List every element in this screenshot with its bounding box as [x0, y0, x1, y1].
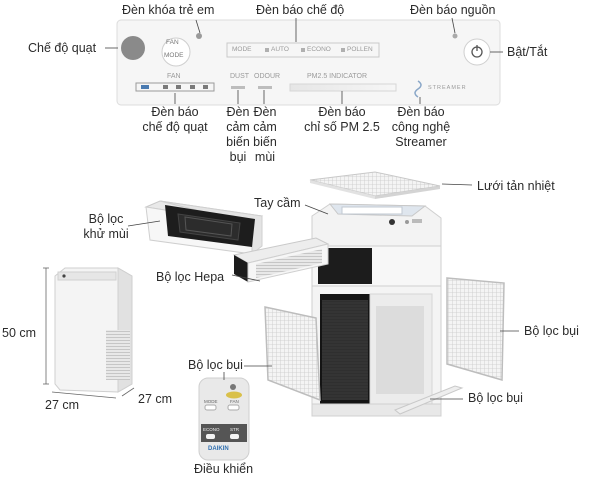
power-light-label: Đèn báo nguồn [410, 3, 496, 17]
mode-light-label: Đèn báo chế độ [256, 3, 345, 17]
fan-mode-label: Chế độ quạt [28, 41, 97, 55]
power-button[interactable] [463, 38, 491, 66]
power-light [452, 33, 458, 39]
heat-grille-label: Lưới tản nhiệt [477, 179, 555, 193]
mode-indicator-box [226, 42, 380, 58]
remote-fan-label: FAN [230, 399, 239, 404]
panel-dust-text: DUST [230, 73, 250, 80]
panel-odour-text: ODOUR [254, 73, 281, 80]
fan-level-bar [135, 82, 215, 92]
control-panel [116, 19, 501, 106]
dust-filter-right-part [446, 277, 519, 381]
dust-filter-right-label: Bộ lọc bụi [524, 324, 579, 338]
handle-label: Tay cầm [254, 196, 301, 210]
remote-streamer-label: STR [230, 427, 239, 432]
panel-fan-button-text: FAN [166, 39, 179, 46]
remote-label: Điều khiển [194, 462, 254, 476]
remote-econo-button[interactable] [206, 434, 215, 439]
remote-fan-button[interactable] [227, 404, 240, 411]
hepa-filter-part [231, 237, 330, 283]
depth-dimension-label: 27 cm [138, 392, 173, 406]
dust-filter-left-label: Bộ lọc bụi [188, 358, 243, 372]
odour-sensor-light [258, 86, 272, 89]
dust-filter-bottom-label: Bộ lọc bụi [468, 391, 523, 405]
main-unit [311, 203, 442, 417]
panel-mode-title: MODE [232, 46, 252, 53]
panel-pm-indicator-text: PM2.5 INDICATOR [307, 73, 368, 80]
handle-part [304, 204, 329, 215]
power-onoff-label: Bật/Tắt [507, 45, 548, 59]
full-unit-thumbnail [43, 267, 135, 399]
dust-sensor-light [231, 86, 245, 89]
remote-mode-label: MODE [204, 399, 218, 404]
remote-streamer-button[interactable] [230, 434, 239, 439]
panel-mode-econo: ECONO [307, 46, 331, 53]
height-dimension-label: 50 cm [2, 326, 37, 340]
deodor-filter-part [144, 200, 264, 256]
panel-fan-title: FAN [167, 73, 181, 80]
heat-grille-part [309, 171, 473, 199]
streamer-icon [414, 80, 422, 98]
fan-mode-indicator [121, 36, 145, 60]
pm25-indicator-bar [289, 83, 397, 92]
child-lock-icon [196, 33, 202, 39]
panel-mode-button-text: MODE [164, 52, 184, 59]
dust-filter-bottom-part [394, 385, 464, 415]
fan-mode-button[interactable] [161, 37, 191, 67]
remote-mode-button[interactable] [204, 404, 217, 411]
hepa-filter-label: Bộ lọc Hepa [156, 270, 225, 284]
remote-brand-logo: DAIKIN [208, 446, 229, 452]
remote-econo-label: ECONO [203, 427, 220, 432]
panel-leader-lines [105, 17, 503, 104]
dust-filter-left-part [244, 306, 321, 402]
panel-streamer-text: STREAMER [428, 85, 467, 91]
remote-power-button[interactable] [226, 391, 242, 399]
panel-mode-pollen: POLLEN [347, 46, 373, 53]
width-dimension-label: 27 cm [45, 398, 80, 412]
panel-mode-auto: AUTO [271, 46, 289, 53]
remote-control [198, 372, 250, 461]
child-lock-light-label: Đèn khóa trẻ em [122, 3, 215, 17]
